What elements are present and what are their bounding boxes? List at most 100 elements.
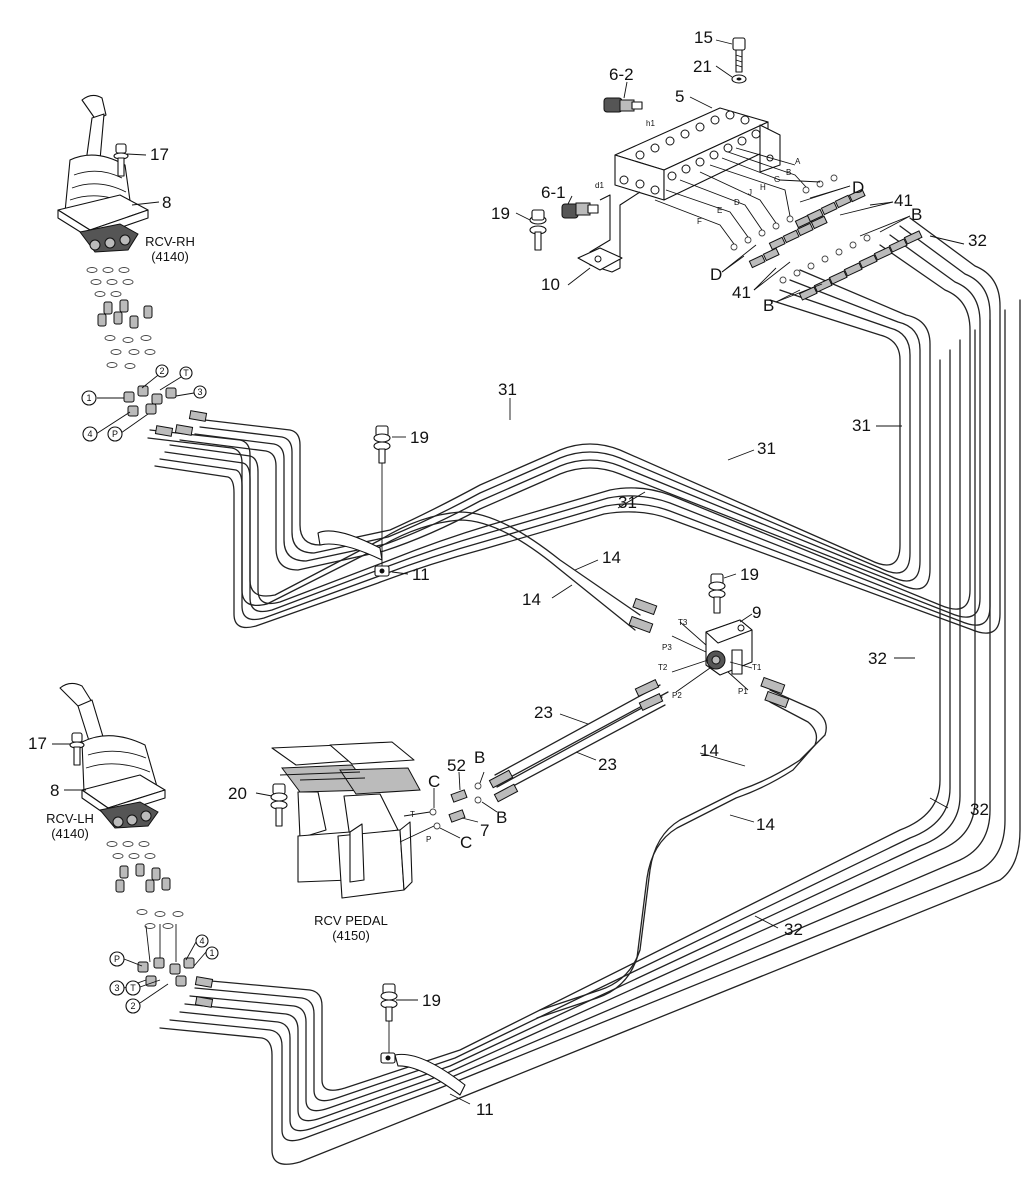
pressure-switch-6-2 [603,97,643,113]
port-p2: P2 [672,691,682,700]
hose-fittings [154,410,790,1008]
port-d1: d1 [595,181,604,190]
marker-rh-p: P [112,429,118,439]
callout-c-upper: C [428,772,440,791]
callout-10: 10 [541,275,560,294]
manifold-port-leaders [654,147,821,245]
caption-rcv-pedal-code: (4150) [332,928,370,943]
callout-19-manifold: 19 [491,204,510,223]
markers-rcv-rh: 1 2 T 3 4 P [81,364,207,442]
callout-17-lh: 17 [28,734,47,753]
marker-lh-p: P [114,954,120,964]
port-t2: T2 [658,663,668,672]
port-h: H [760,183,766,192]
bolt-19-block [708,573,726,614]
callout-32-mid: 32 [868,649,887,668]
marker-rh-2: 2 [159,366,164,376]
callout-14-a: 14 [602,548,621,567]
port-j: J [748,188,752,197]
callout-21: 21 [693,57,712,76]
orings-lh [106,841,184,929]
bolt-20 [270,783,288,827]
callout-32-right: 32 [970,800,989,819]
marker-lh-3: 3 [114,983,119,993]
washer-21 [731,74,747,84]
port-labels: h1 d1 A B G H J D E F T3 P3 T2 P2 T1 P1 … [410,119,801,844]
manifold-block-5 [614,107,769,201]
port-d: D [734,198,740,207]
callout-19-block: 19 [740,565,759,584]
bolt-19-upper [373,425,391,566]
port-f: F [697,217,702,226]
bolt-17-lh [69,732,85,766]
bolt-17-rh [113,143,129,177]
port-p-pedal: P [426,835,431,844]
joystick-rcv-rh [57,94,149,253]
callout-b-pedal-upper: B [474,748,485,767]
callout-11-lower: 11 [476,1100,494,1119]
bolt-19-lower [380,983,398,1053]
fittings-52-7 [429,782,482,830]
callout-17-rh: 17 [150,145,169,164]
caption-rcv-rh: RCV-RH [145,234,195,249]
port-a: A [795,157,801,166]
callout-41-lower: 41 [732,283,751,302]
caption-rcv-rh-code: (4140) [151,249,189,264]
hose-bundle-32-outer [154,217,1001,634]
callout-14-c: 14 [700,741,719,760]
port-h1: h1 [646,119,655,128]
bolt-19-manifold [529,209,547,251]
callout-numbers: 15 21 6-2 5 6-1 19 10 17 8 D D 41 41 B B… [28,28,989,1119]
marker-rh-3: 3 [197,387,202,397]
hose-bundle-32-lower [159,299,1021,1165]
callout-52: 52 [447,756,466,775]
hose-14 [147,429,827,1019]
port-e: E [717,206,722,215]
connectors-lh [115,863,195,987]
caption-rcv-lh-code: (4140) [51,826,89,841]
callout-8-rh: 8 [162,193,171,212]
bolt-15 [732,37,746,73]
connectors-rh [97,299,177,417]
marker-lh-1: 1 [209,948,214,958]
callout-d-upper: D [852,178,864,197]
callout-leaders [52,39,965,1105]
caption-rcv-pedal: RCV PEDAL [314,913,388,928]
pressure-switch-6-1 [561,202,599,219]
rcv-pedal [271,741,421,899]
marker-rh-4: 4 [87,429,92,439]
joystick-rcv-lh [59,682,166,829]
callout-9: 9 [752,603,761,622]
markers-rcv-lh: 4 1 P 3 T 2 [109,934,219,1014]
port-g: G [774,175,780,184]
port-p3: P3 [662,643,672,652]
callout-d-lower: D [710,265,722,284]
callout-6-1: 6-1 [541,183,566,202]
callout-8-lh: 8 [50,781,59,800]
callout-20: 20 [228,784,247,803]
callout-41-upper: 41 [894,191,913,210]
callout-14-d: 14 [756,815,775,834]
marker-lh-t: T [130,983,136,993]
marker-rh-t: T [183,368,189,378]
callout-b-upper: B [911,205,922,224]
port-b: B [786,168,791,177]
callout-5: 5 [675,87,684,106]
callout-31-b: 31 [757,439,776,458]
callout-23-a: 23 [534,703,553,722]
port-t-pedal: T [410,810,415,819]
port-t3: T3 [678,618,688,627]
fittings-41 [730,174,923,301]
orings-rh [86,267,156,369]
bracket-10 [577,124,781,273]
hose-23 [494,684,669,793]
callout-32-top: 32 [968,231,987,250]
clamp-11-lower [380,1052,466,1096]
component-captions: RCV-RH (4140) RCV-LH (4140) RCV PEDAL (4… [46,234,388,943]
caption-rcv-lh: RCV-LH [46,811,94,826]
port-t1: T1 [752,663,762,672]
callout-31-c: 31 [618,493,637,512]
marker-lh-2: 2 [130,1001,135,1011]
callout-19-upper: 19 [410,428,429,447]
